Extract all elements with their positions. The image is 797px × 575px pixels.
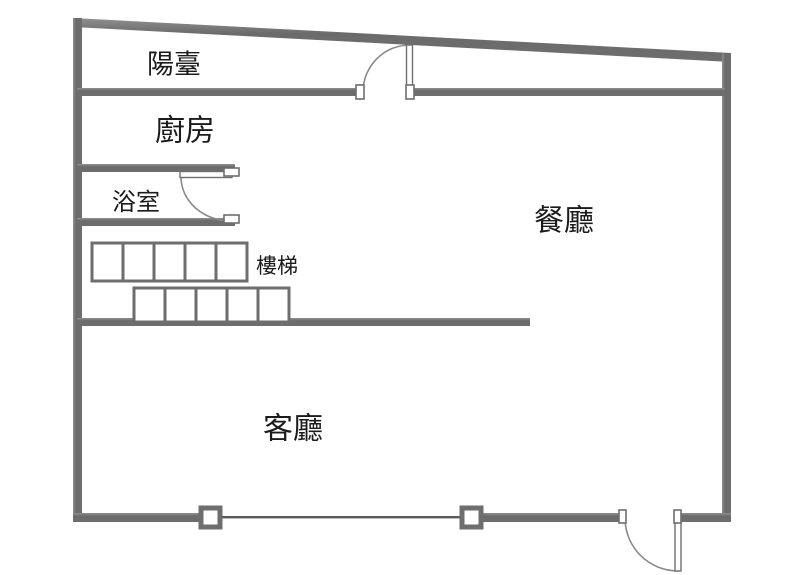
bathroom-door-jamb-top	[223, 167, 240, 177]
balcony-door-jamb-right	[405, 84, 415, 100]
room-label-kitchen: 廚房	[155, 114, 215, 149]
left-exterior-wall	[73, 18, 82, 521]
entrance-door-panel	[674, 517, 682, 572]
room-label-living: 客廳	[263, 412, 323, 447]
room-label-balcony: 陽臺	[147, 50, 201, 81]
stair-tread	[152, 241, 187, 283]
bottom-exterior-wall-left	[73, 513, 203, 522]
entrance-door-jamb-left	[618, 509, 627, 524]
windows	[198, 505, 484, 530]
bathroom-door-jamb-bottom	[223, 214, 240, 224]
right-exterior-wall	[722, 53, 731, 521]
bathroom-bottom-wall	[77, 218, 235, 226]
room-label-dining: 餐廳	[534, 204, 594, 239]
dining-living-divider	[77, 318, 530, 326]
staircase-upper-flight	[90, 241, 249, 283]
room-label-bathroom: 浴室	[112, 188, 160, 216]
bottom-exterior-wall-middle	[480, 513, 620, 522]
top-exterior-wall	[73, 18, 731, 62]
living-room-window-right	[459, 505, 484, 530]
living-room-window-left	[198, 505, 223, 530]
stair-tread	[121, 241, 156, 283]
room-label-stairs: 樓梯	[256, 254, 298, 278]
stair-tread	[256, 286, 291, 324]
balcony-kitchen-divider-left	[77, 88, 358, 96]
stair-tread	[183, 241, 218, 283]
kitchen-bathroom-divider	[77, 164, 235, 172]
balcony-door	[355, 44, 415, 100]
stair-tread	[90, 241, 125, 283]
stair-tread	[163, 286, 198, 324]
staircase-lower-flight	[132, 286, 291, 324]
entrance-door	[618, 509, 682, 572]
stair-tread	[194, 286, 229, 324]
bathroom-door	[179, 167, 240, 224]
stair-tread	[132, 286, 167, 324]
interior-walls	[77, 88, 725, 326]
staircase	[90, 241, 291, 324]
stair-tread	[214, 241, 249, 283]
bottom-exterior-wall-window-run	[219, 516, 464, 519]
room-labels: 陽臺 廚房 浴室 樓梯 餐廳 客廳	[112, 50, 594, 447]
balcony-door-jamb-left	[355, 84, 365, 100]
exterior-walls	[73, 18, 731, 522]
entrance-door-jamb-right	[673, 509, 682, 524]
balcony-kitchen-divider-right	[413, 88, 725, 96]
bottom-exterior-wall-right	[680, 513, 731, 522]
stair-tread	[225, 286, 260, 324]
doors	[179, 44, 682, 572]
